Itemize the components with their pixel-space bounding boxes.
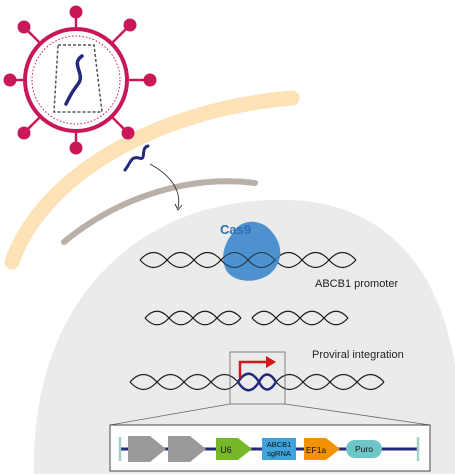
integrated-provirus-dna [236,372,278,392]
zoom-box [229,351,286,405]
promoter-arrow-icon [238,356,276,378]
viral-rna [64,54,84,106]
ef1a-label: EF1a [306,445,327,455]
puro-gene [346,440,382,458]
ltr-element-1 [128,436,166,462]
proviral-label: Proviral integration [312,349,404,361]
u6-label: U6 [220,445,232,455]
ef1a-promoter [304,438,340,460]
dna-strand-cut-right [251,310,349,326]
cell-membrane [4,90,300,270]
ltr-element-2 [168,436,206,462]
vector-dna-fragment [123,144,150,172]
dna-through-cas9 [220,252,276,268]
sgrna-label-line1: ABCB1 [267,440,292,449]
nuclear-entry-arrow [149,163,183,211]
cas9-protein [223,221,281,281]
sgrna-label-line2: sgRNA [267,449,291,458]
promoter-label: ABCB1 promoter [315,278,398,290]
u6-promoter [216,438,252,460]
vector-construct: U6 ABCB1 sgRNA EF1a Puro [109,424,431,472]
sgrna-cassette [262,438,296,460]
dna-strand-cut-left [144,310,242,326]
dna-strand-integrated [129,373,385,391]
nucleus [33,178,455,474]
virus-inner-membrane [31,35,121,125]
lentivirus-particle [3,5,157,155]
zoom-lines [109,403,431,426]
cas9-label: Cas9 [220,222,251,237]
puro-label: Puro [355,444,373,454]
virus-spike-heads [3,5,157,155]
